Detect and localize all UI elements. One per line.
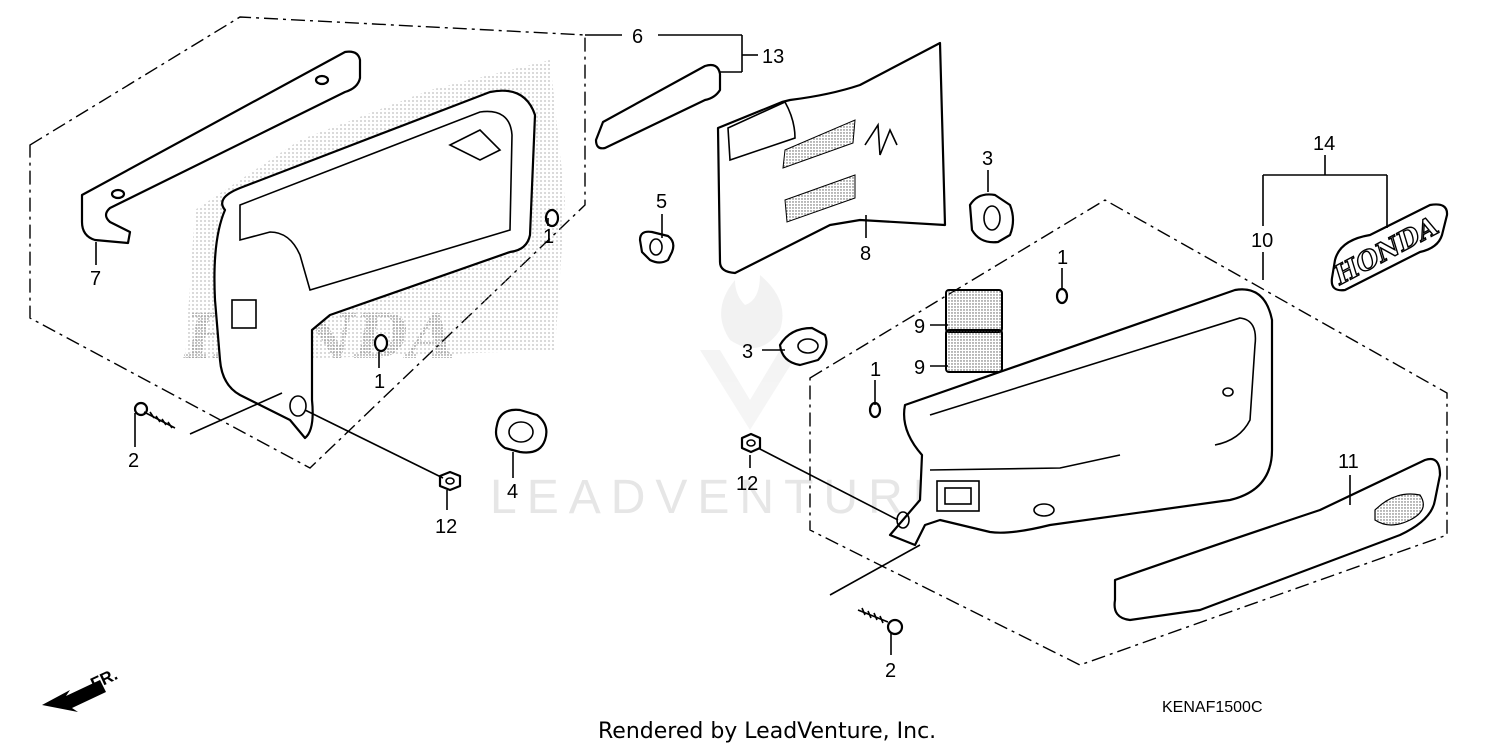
sheet-texture-b [784, 174, 856, 223]
callout-1: 1 [870, 359, 881, 381]
callout-11: 11 [1338, 451, 1359, 473]
callout-1: 1 [543, 226, 554, 248]
callout-3: 3 [742, 341, 753, 363]
sheet-texture-a [782, 119, 856, 169]
callouts: 6 13 7 1 1 2 12 4 5 8 3 3 9 9 1 1 12 2 1… [90, 26, 1359, 682]
callout-13: 13 [762, 46, 784, 68]
grommet-1b [373, 333, 389, 353]
front-direction-arrow: FR. [42, 665, 121, 712]
callout-2: 2 [885, 660, 896, 682]
grommet-1d [868, 401, 882, 419]
callout-6: 6 [632, 26, 643, 48]
callout-4: 4 [507, 481, 518, 503]
left-assembly: HONDA [29, 16, 586, 492]
grommet-1a [544, 208, 560, 228]
emblem-13 [594, 63, 722, 150]
grommet-1c [1055, 287, 1069, 305]
grommet-4 [494, 408, 548, 454]
right-assembly: HONDA [740, 193, 1449, 666]
callout-5: 5 [656, 191, 667, 213]
watermark-logo [700, 275, 800, 430]
trim-strip-11 [1113, 457, 1442, 622]
nut-12a [438, 470, 462, 492]
credit-line: Rendered by LeadVenture, Inc. [598, 719, 936, 744]
callout-2: 2 [128, 450, 139, 472]
grommet-3a [968, 193, 1015, 244]
pad-9a [945, 289, 1003, 333]
side-cover-strip-7 [80, 50, 362, 245]
insulator-sheet-8 [716, 41, 947, 275]
watermark-text: LEADVENTURE [490, 471, 955, 524]
callout-14: 14 [1313, 133, 1335, 155]
callout-12: 12 [435, 516, 457, 538]
nut-12b [740, 432, 762, 454]
callout-10: 10 [1251, 230, 1273, 252]
screw-2a [133, 401, 176, 429]
callout-9: 9 [914, 357, 925, 379]
callout-1: 1 [1057, 247, 1068, 269]
callout-7: 7 [90, 268, 101, 290]
grommet-5 [638, 230, 675, 264]
pad-9b [945, 329, 1003, 373]
left-side-cover [213, 89, 537, 440]
callout-8: 8 [860, 243, 871, 265]
callout-1: 1 [374, 371, 385, 393]
wing-badge [1374, 493, 1424, 526]
right-side-cover [888, 288, 1274, 547]
callout-9: 9 [914, 316, 925, 338]
callout-3: 3 [982, 148, 993, 170]
callout-12: 12 [736, 473, 758, 495]
middle-parts [594, 41, 947, 275]
grommet-3b [778, 326, 828, 367]
screw-2b [857, 607, 904, 636]
diagram-code: KENAF1500C [1162, 699, 1263, 716]
leader-lines [95, 34, 1388, 655]
honda-emblem-14 [1330, 203, 1449, 292]
